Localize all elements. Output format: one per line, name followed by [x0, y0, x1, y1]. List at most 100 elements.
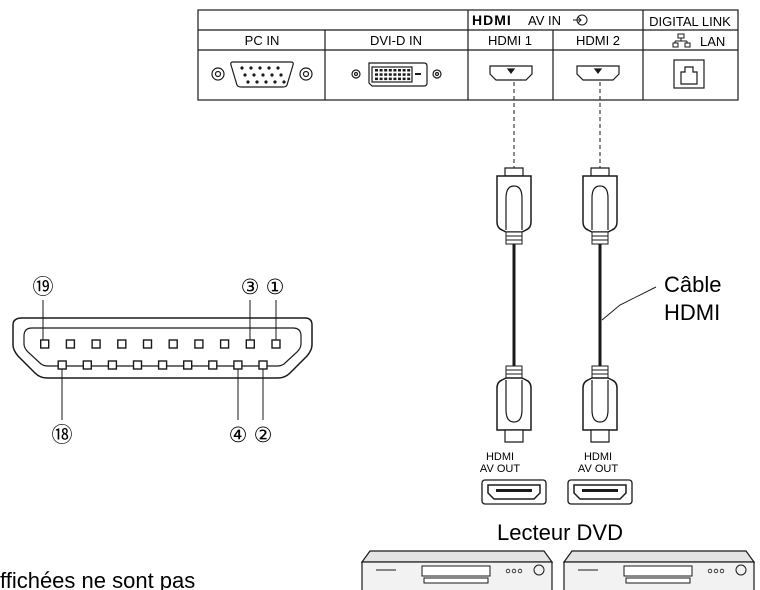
dvi-pin: [407, 73, 411, 76]
dvi-pin: [379, 73, 383, 76]
dvd-button: [505, 568, 511, 574]
dvi-pin: [407, 77, 411, 81]
disc-tray: [623, 565, 693, 577]
dvi-pin: [402, 77, 406, 81]
hdmi-pin-bottom: [258, 360, 268, 370]
dvi-pin: [393, 73, 397, 76]
plug-tip: [590, 167, 610, 177]
hdmi-pin-top: [271, 339, 281, 349]
dvi-pin: [379, 77, 383, 81]
dvi-pins: [375, 69, 411, 81]
vga-pin: [240, 66, 244, 70]
vga-pin: [255, 80, 259, 84]
dvd-player-1: [360, 550, 554, 590]
hdmi-pin-bottom: [182, 360, 193, 370]
cable-callout: [601, 286, 657, 321]
strain-relief: [505, 235, 523, 241]
plug-groove: [505, 380, 523, 423]
footnote-text: ffichées ne sont pas: [0, 568, 195, 590]
dvi-pin: [388, 69, 392, 72]
vga-pin: [258, 66, 262, 70]
dvi-pin: [402, 73, 406, 76]
input-arrow-icon: [573, 14, 588, 26]
output-port-contacts: [582, 489, 618, 492]
plug-body: [582, 175, 618, 233]
hdmi-pin-contacts: [40, 339, 281, 370]
strain-relief: [505, 369, 523, 375]
device-hdmi-output-2: [567, 479, 633, 505]
dvd-button: [713, 568, 719, 574]
hdmi-pinout-diagram: [12, 317, 313, 379]
vga-pin: [270, 73, 274, 77]
dvi-pin: [384, 77, 388, 81]
lan-label: LAN: [700, 34, 725, 49]
display-panel: [625, 577, 691, 584]
pc-in-label: PC IN: [245, 33, 280, 48]
device-hdmi-output-1: [481, 479, 547, 505]
hdmi1-port: [489, 65, 533, 81]
disc-tray: [421, 565, 491, 577]
dvi-pin: [388, 77, 392, 81]
dvd-button: [707, 568, 713, 574]
av-in-label: AV IN: [528, 13, 561, 28]
dvi-d-in-port: [351, 62, 442, 87]
pc-in-port: [211, 61, 313, 88]
output-port-contacts: [496, 489, 532, 492]
dvi-pin: [393, 77, 397, 81]
vga-pin: [279, 73, 283, 77]
hdmi2-port: [576, 65, 620, 81]
hdmi-cable-1: [496, 82, 532, 443]
device1-out-line2: AV OUT: [480, 463, 520, 475]
strain-relief: [591, 365, 609, 371]
hdmi-pin-bottom: [233, 360, 243, 370]
dvi-pin: [407, 69, 411, 72]
hdmi-pin-bottom: [82, 360, 93, 370]
dvi-pin: [398, 73, 401, 76]
plug-groove: [591, 380, 609, 423]
strain-relief: [591, 235, 609, 241]
hdmi1-label: HDMI 1: [488, 33, 532, 48]
hdmi-pin-leaders: [42, 300, 277, 420]
vga-pin: [276, 66, 280, 70]
dvi-pin: [388, 73, 392, 76]
dvi-pin: [375, 73, 378, 76]
device-title: Lecteur DVD: [497, 520, 623, 545]
hdmi-pin-bottom: [57, 360, 67, 370]
dvi-pin: [375, 77, 378, 81]
plug-body: [496, 175, 532, 233]
strain-relief: [591, 231, 609, 237]
hdmi2-label: HDMI 2: [576, 33, 620, 48]
strain-relief: [591, 369, 609, 375]
dvi-pin: [393, 69, 397, 72]
vga-pin: [249, 66, 253, 70]
dvi-pin: [398, 77, 401, 81]
dvi-pin: [384, 69, 388, 72]
hdmi-pin-top: [168, 339, 178, 349]
dvi-pin: [379, 69, 383, 72]
hdmi-pin-top: [245, 339, 256, 349]
strain-relief: [591, 239, 609, 245]
hdmi-pin-top: [194, 339, 204, 349]
vga-pin: [252, 73, 256, 77]
strain-relief: [505, 231, 523, 237]
pin-18-label: ⑱: [52, 423, 73, 447]
pin-4-label: ④: [229, 423, 248, 447]
strain-relief: [505, 365, 523, 371]
pin-1-label: ①: [266, 275, 285, 299]
vga-pins: [240, 66, 286, 84]
dvi-pin: [375, 69, 378, 72]
dvi-pin: [384, 73, 388, 76]
cable-label-line2: HDMI: [664, 300, 720, 325]
display-panel: [423, 577, 489, 584]
hdmi-pin-top: [91, 339, 101, 349]
dvd-button: [511, 568, 517, 574]
vga-pin: [261, 73, 265, 77]
vga-pin: [246, 80, 250, 84]
hdmi-pin-top: [142, 339, 153, 349]
hdmi-pin-top: [65, 339, 76, 349]
dvd-player-2: [562, 550, 756, 590]
hdmi-cable-2: [582, 82, 618, 443]
device2-out-line2: AV OUT: [578, 463, 618, 475]
dvd-knob: [735, 564, 747, 576]
